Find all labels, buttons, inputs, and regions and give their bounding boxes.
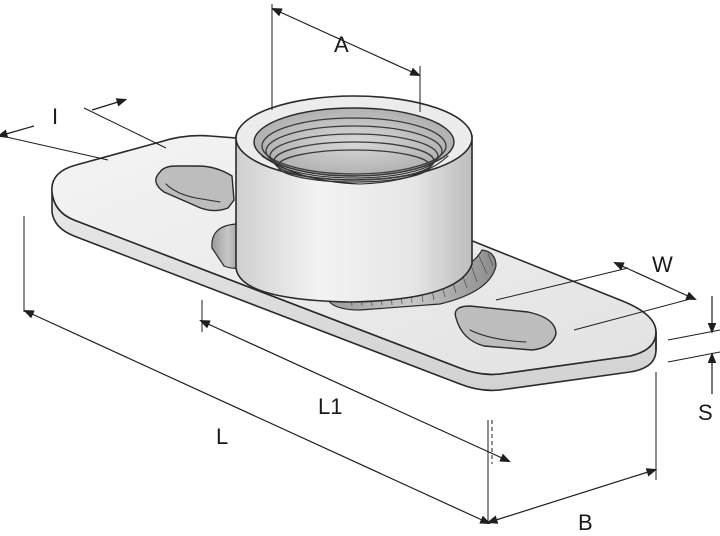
dimension-label-b: B (578, 510, 593, 535)
dimension-label-s: S (698, 400, 713, 425)
dimension-label-a: A (334, 32, 349, 57)
dimension-label-l: L (216, 424, 228, 449)
boss-side (235, 135, 473, 303)
dimension-label-l1: L1 (318, 394, 342, 419)
dimension-w: W (495, 252, 697, 331)
dimension-a: A (271, 4, 421, 112)
dimension-b: B (486, 372, 658, 535)
left-slot (155, 165, 235, 212)
dimension-label-w: W (652, 252, 673, 277)
dimension-i: I (0, 98, 167, 161)
threaded-boss (235, 95, 473, 303)
dimension-l1: L1 (199, 300, 511, 464)
dimension-label-i: I (52, 104, 58, 129)
dimension-s: S (667, 296, 720, 425)
